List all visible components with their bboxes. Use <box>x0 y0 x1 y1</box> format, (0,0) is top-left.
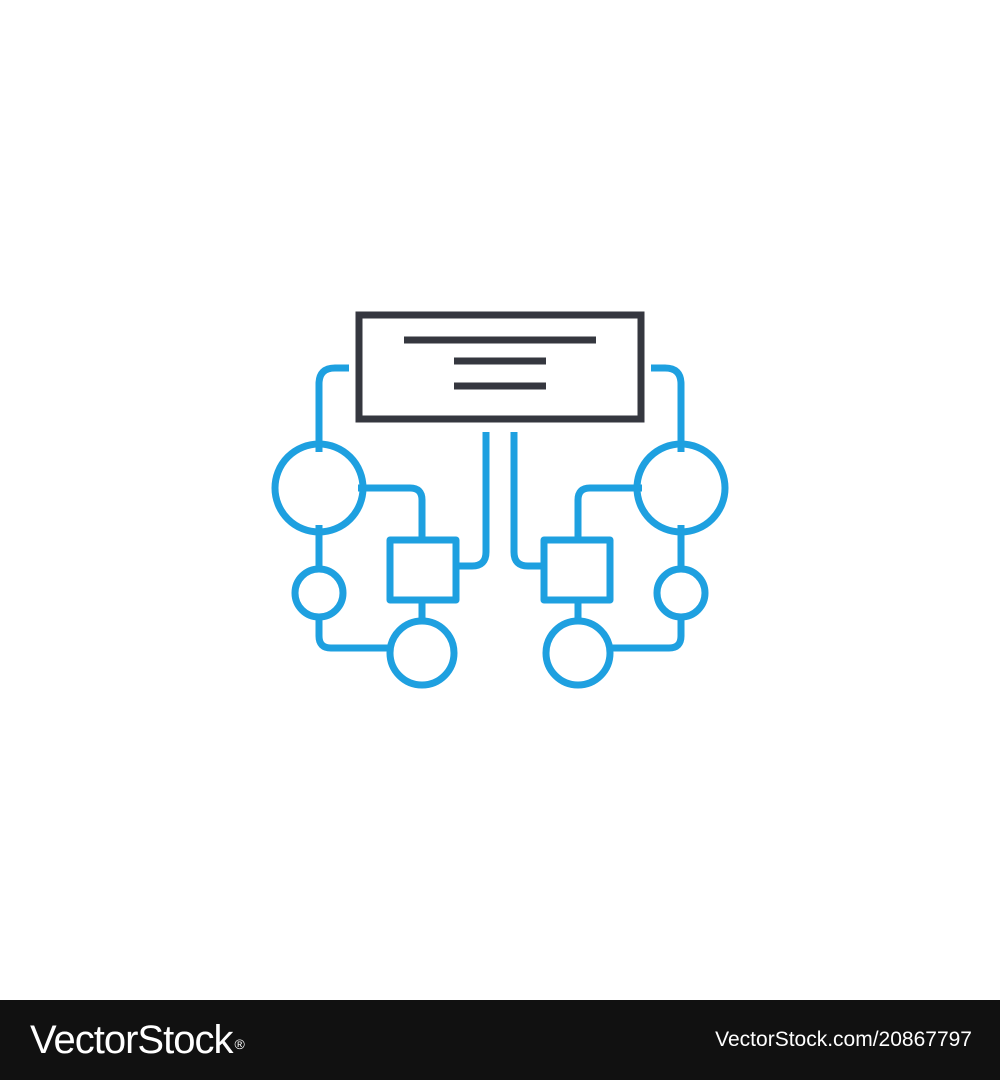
left-bottom-circle-node <box>386 617 458 689</box>
right-center-connector <box>510 432 544 570</box>
flowchart-illustration <box>271 311 729 689</box>
left-large-circle-node <box>271 440 367 536</box>
right-small-circle-node <box>653 565 709 621</box>
left-big-to-square-connector <box>358 484 426 540</box>
flowchart-diagram-icon <box>271 311 729 689</box>
right-square-node <box>540 536 614 604</box>
left-small-circle-node <box>291 565 347 621</box>
right-bottom-circle-node <box>542 617 614 689</box>
brand-logo-text: VectorStock <box>30 1018 233 1062</box>
left-top-connector <box>315 364 349 452</box>
document-box-icon <box>355 311 645 423</box>
left-center-connector <box>456 432 490 570</box>
registered-mark: ® <box>234 1036 244 1052</box>
right-large-circle-node <box>633 440 729 536</box>
watermark-footer: VectorStock® VectorStock.com/20867797 <box>0 1000 1000 1080</box>
right-big-to-square-connector <box>574 484 642 540</box>
left-lower-connector <box>315 616 391 652</box>
brand-logo: VectorStock® <box>30 1014 245 1066</box>
right-lower-connector <box>609 616 685 652</box>
flow-network <box>271 364 729 689</box>
image-id-label: VectorStock.com/20867797 <box>715 1028 972 1051</box>
right-top-connector <box>651 364 685 452</box>
left-square-node <box>386 536 460 604</box>
